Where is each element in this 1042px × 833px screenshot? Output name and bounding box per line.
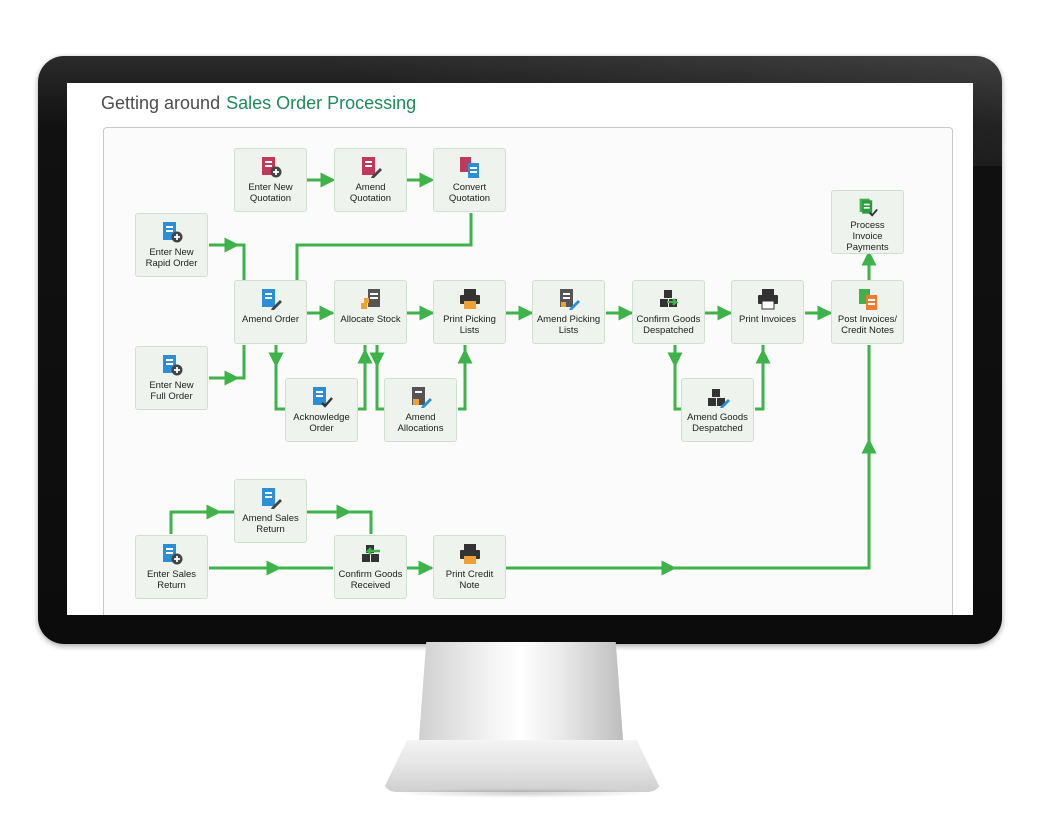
- node-label: Amend Quotation: [349, 182, 392, 204]
- page-title-accent: Sales Order Processing: [226, 93, 417, 113]
- node-convert-quotation[interactable]: Convert Quotation: [433, 148, 506, 212]
- node-confirm-goods-received[interactable]: Confirm Goods Received: [334, 535, 407, 599]
- node-label: Print Credit Note: [445, 569, 494, 591]
- node-confirm-goods-despatched[interactable]: Confirm Goods Despatched: [632, 280, 705, 344]
- node-label: Enter New Rapid Order: [145, 247, 198, 269]
- node-print-credit-note[interactable]: Print Credit Note: [433, 535, 506, 599]
- monitor-stand-shadow: [392, 788, 652, 798]
- process-diagram: Enter New Quotation Amend Quotation Conv…: [103, 127, 953, 615]
- printer-icon: [459, 544, 480, 564]
- add-order-icon: [162, 222, 182, 243]
- node-label: Enter New Full Order: [149, 380, 194, 402]
- node-amend-quotation[interactable]: Amend Quotation: [334, 148, 407, 212]
- edit-document-icon: [361, 157, 382, 178]
- node-label: Confirm Goods Received: [338, 569, 403, 591]
- add-return-icon: [162, 544, 182, 565]
- node-allocate-stock[interactable]: Allocate Stock: [334, 280, 407, 344]
- goods-received-icon: [361, 545, 380, 562]
- edit-boxes-icon: [707, 389, 730, 408]
- payments-icon: [859, 198, 878, 217]
- node-amend-order[interactable]: Amend Order: [234, 280, 307, 344]
- monitor-stand-base: [382, 740, 662, 792]
- add-order-icon: [162, 355, 182, 376]
- edit-order-icon: [261, 289, 282, 310]
- node-amend-sales-return[interactable]: Amend Sales Return: [234, 479, 307, 543]
- node-acknowledge-order[interactable]: Acknowledge Order: [285, 378, 358, 442]
- node-post-invoices-credit-notes[interactable]: Post Invoices/ Credit Notes: [831, 280, 904, 344]
- node-label: Amend Goods Despatched: [687, 412, 748, 434]
- node-label: Acknowledge Order: [293, 412, 350, 434]
- monitor-stand-neck: [418, 642, 624, 752]
- convert-document-icon: [459, 157, 479, 178]
- node-label: Amend Sales Return: [242, 513, 299, 535]
- node-enter-new-quotation[interactable]: Enter New Quotation: [234, 148, 307, 212]
- node-label: Convert Quotation: [448, 182, 491, 204]
- post-documents-icon: [858, 289, 877, 310]
- node-print-picking-lists[interactable]: Print Picking Lists: [433, 280, 506, 344]
- node-label: Amend Order: [241, 314, 300, 325]
- flow-connectors: [169, 172, 877, 576]
- edit-list-icon: [559, 289, 580, 310]
- node-amend-picking-lists[interactable]: Amend Picking Lists: [532, 280, 605, 344]
- node-label: Amend Allocations: [397, 412, 444, 434]
- acknowledge-icon: [312, 387, 333, 408]
- node-label: Amend Picking Lists: [536, 314, 601, 336]
- allocate-stock-icon: [360, 289, 380, 309]
- node-print-invoices[interactable]: Print Invoices: [731, 280, 804, 344]
- node-label: Post Invoices/ Credit Notes: [837, 314, 898, 336]
- node-label: Print Invoices: [738, 314, 797, 325]
- printer-icon: [459, 289, 480, 309]
- node-enter-sales-return[interactable]: Enter Sales Return: [135, 535, 208, 599]
- edit-allocation-icon: [411, 387, 432, 408]
- node-label: Enter Sales Return: [146, 569, 197, 591]
- node-enter-new-rapid-order[interactable]: Enter New Rapid Order: [135, 213, 208, 277]
- node-label: Allocate Stock: [340, 314, 401, 325]
- page-title-prefix: Getting around: [101, 93, 221, 113]
- node-enter-new-full-order[interactable]: Enter New Full Order: [135, 346, 208, 410]
- node-label: Confirm Goods Despatched: [636, 314, 701, 336]
- node-process-invoice-payments[interactable]: Process Invoice Payments: [831, 190, 904, 254]
- despatch-icon: [659, 290, 679, 307]
- node-label: Print Picking Lists: [443, 314, 496, 336]
- edit-return-icon: [261, 488, 282, 509]
- node-amend-goods-despatched[interactable]: Amend Goods Despatched: [681, 378, 754, 442]
- add-document-icon: [261, 157, 281, 178]
- node-label: Enter New Quotation: [248, 182, 293, 204]
- node-label: Process Invoice Payments: [846, 220, 889, 253]
- printer-icon: [757, 289, 778, 310]
- node-amend-allocations[interactable]: Amend Allocations: [384, 378, 457, 442]
